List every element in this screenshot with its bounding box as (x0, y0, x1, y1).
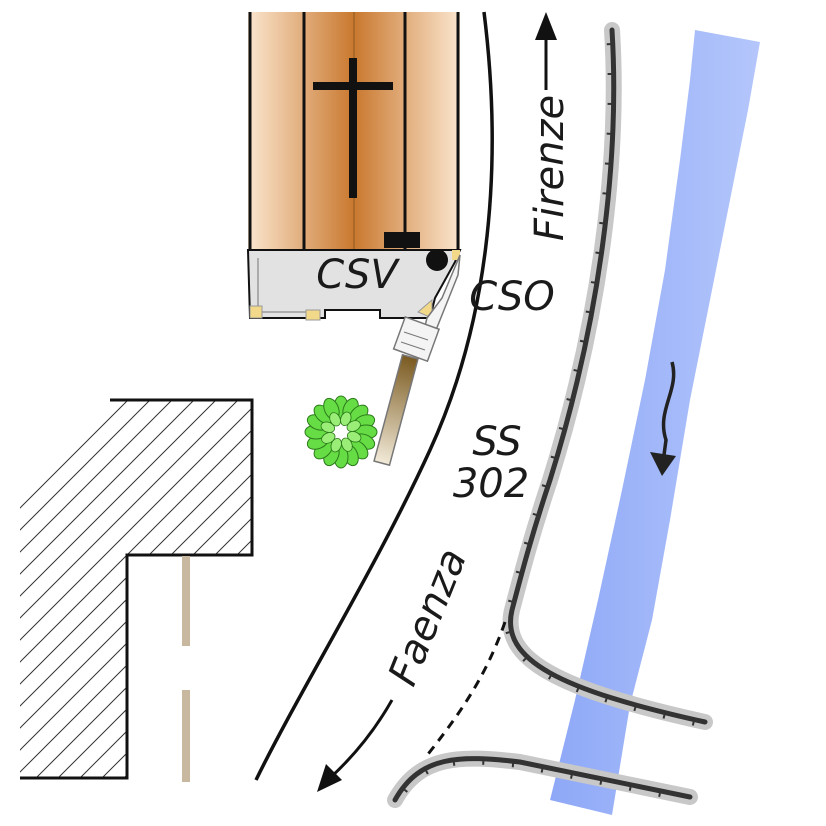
road-east-edge-dashed (423, 621, 507, 759)
wall-tick (662, 712, 666, 719)
bush-icon (304, 395, 378, 469)
wall-tick (505, 630, 512, 635)
bush-leaf (320, 421, 336, 433)
cross-icon (313, 58, 393, 198)
bush-leaf (321, 432, 336, 444)
label-road-number: 302 (453, 461, 529, 507)
path-segment-1 (182, 556, 190, 646)
wall-tick (532, 512, 539, 517)
bush-leaf (329, 412, 341, 427)
wall-tick (566, 398, 573, 402)
wall-tick (599, 778, 603, 785)
altar (384, 232, 420, 248)
label-firenze: Firenze (527, 95, 573, 241)
wall-tick (402, 787, 408, 793)
hatched-building (20, 400, 252, 778)
wall-tick (575, 686, 580, 693)
wall-tick (558, 426, 566, 431)
label-csv: CSV (316, 252, 400, 298)
river-wall-north (502, 22, 713, 730)
path-segment-2 (182, 690, 190, 782)
river-wall-south (387, 750, 698, 808)
wall-tick (523, 541, 531, 546)
church-forecourt (246, 249, 462, 321)
wall-tick (585, 310, 592, 314)
wall-tick (548, 673, 553, 680)
wall-tick (658, 790, 662, 797)
river-wall-ticks (402, 42, 696, 797)
wall-tick (590, 281, 598, 285)
wall-tick (595, 251, 602, 255)
wall-tick (541, 484, 548, 488)
label-faenza: Faenza (380, 542, 476, 692)
wall-tick (550, 455, 557, 460)
wall-tick (508, 599, 515, 604)
wall-tick (602, 192, 609, 195)
label-road-name: SS (472, 419, 521, 465)
wall-tick (573, 368, 580, 373)
flow-arrow-icon (650, 361, 676, 476)
wall-tick (628, 784, 632, 791)
wall-tick (599, 221, 606, 225)
bush-leaf (346, 420, 361, 432)
bush-leaf (346, 431, 362, 443)
arrow-to-faenza-icon (317, 699, 394, 792)
label-cso: CSO (469, 274, 555, 320)
wall-tick (691, 719, 696, 726)
wall-tick (540, 766, 544, 773)
bell-tower-point (426, 249, 448, 271)
footpath (373, 353, 419, 467)
bush-leaf (340, 411, 352, 427)
wall-tick (522, 656, 528, 662)
wall-tick (579, 339, 587, 343)
wall-tick (604, 696, 609, 703)
wall-tick (633, 704, 637, 712)
bush-leaf (341, 437, 353, 452)
wall-tick (570, 772, 574, 779)
church-building (248, 12, 460, 250)
road-west-edge (254, 11, 494, 781)
wall-tick (452, 759, 456, 766)
wall-tick (515, 570, 523, 575)
bush-leaf (330, 437, 342, 453)
arrow-to-firenze-icon (535, 12, 557, 90)
wall-tick (424, 768, 429, 775)
church-steps (392, 254, 461, 363)
river (550, 30, 760, 815)
wall-tick (511, 761, 515, 768)
hatched-building-outline (20, 398, 254, 780)
